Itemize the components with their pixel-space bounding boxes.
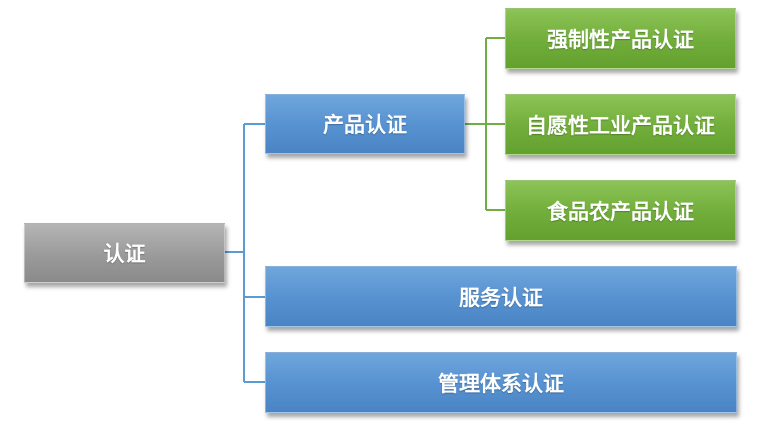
- node-product-certification[interactable]: 产品认证: [265, 94, 465, 154]
- root-node-label: 认证: [103, 242, 146, 266]
- node-mandatory-product-certification[interactable]: 强制性产品认证: [505, 8, 736, 69]
- node-mandatory-product-certification-label: 强制性产品认证: [547, 27, 694, 52]
- node-service-certification-label: 服务认证: [459, 285, 543, 310]
- node-voluntary-industrial-product-certification-label: 自愿性工业产品认证: [526, 113, 715, 138]
- root-connector: [225, 123, 265, 383]
- node-food-agricultural-product-certification[interactable]: 食品农产品认证: [505, 180, 736, 241]
- node-management-system-certification[interactable]: 管理体系认证: [265, 352, 737, 413]
- node-management-system-certification-label: 管理体系认证: [438, 371, 564, 396]
- node-product-certification-label: 产品认证: [323, 113, 407, 137]
- node-food-agricultural-product-certification-label: 食品农产品认证: [547, 199, 694, 224]
- product-connector: [465, 37, 505, 211]
- node-service-certification[interactable]: 服务认证: [265, 266, 737, 327]
- node-voluntary-industrial-product-certification[interactable]: 自愿性工业产品认证: [505, 94, 736, 155]
- root-node-certification[interactable]: 认证: [24, 223, 225, 283]
